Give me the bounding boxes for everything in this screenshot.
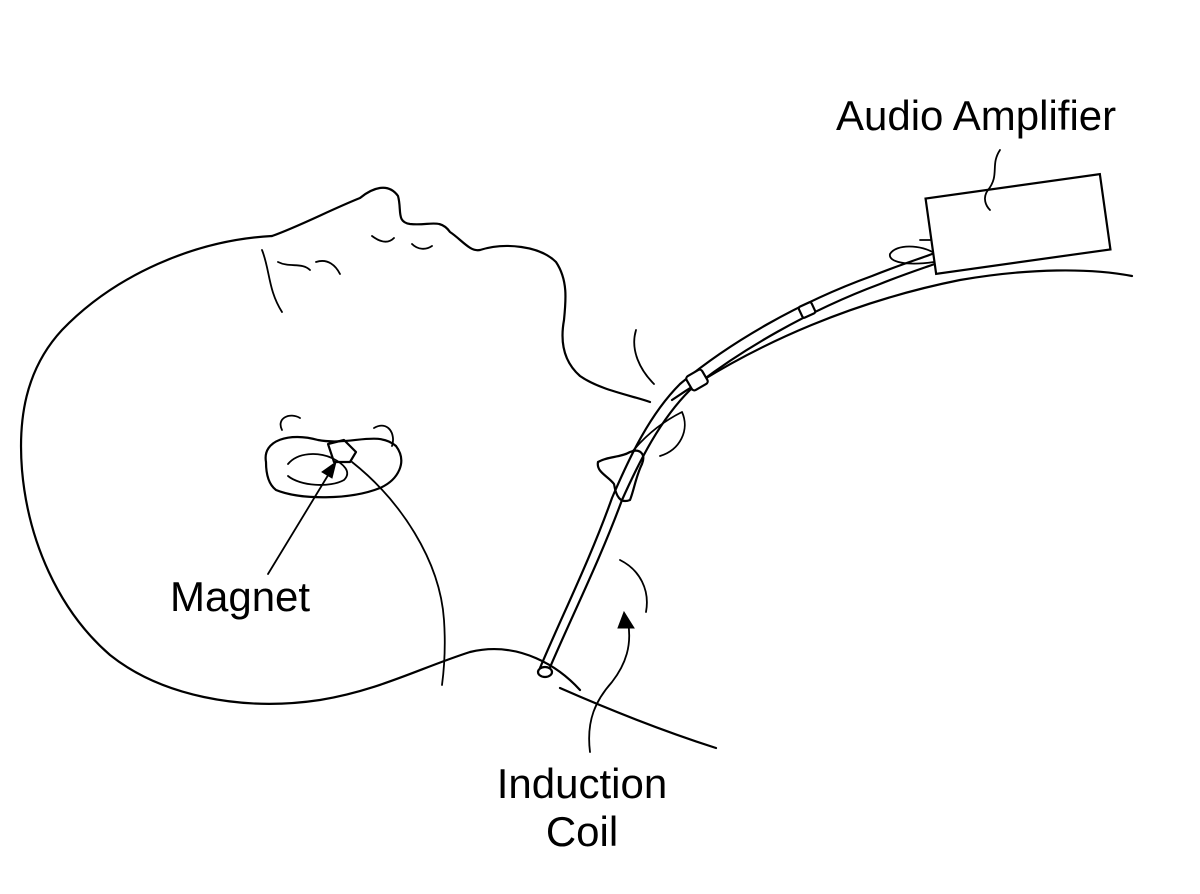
cord-slider-2 [797,301,817,319]
cord-loop [631,329,686,457]
head-outline [19,234,582,705]
audio-amplifier-box [924,172,1112,276]
face-profile [270,186,652,404]
induction-coil-label-line2: Coil [545,808,619,855]
cord-junction [596,449,645,503]
magnet-arrow-line [267,471,331,575]
magnet-shape [326,438,358,464]
cord-slider-1 [685,368,709,392]
nostril-detail [371,235,433,250]
throat-contour [619,559,648,613]
eye-detail [261,249,341,313]
induction-coil-label-line1: Induction [496,760,668,807]
cord-inner [538,252,934,670]
shoulder-line [670,269,1134,402]
ear-outline [264,435,403,499]
coil-arrow-head [617,610,635,629]
audio-amplifier-label: Audio Amplifier [836,92,1117,139]
magnet-arrow-head [321,460,337,479]
ear-inner [287,453,349,486]
cord-outer [546,260,942,674]
neck-line [558,686,718,750]
coil-end-cap [536,665,554,679]
ear-fold [279,414,394,447]
magnet-label: Magnet [170,573,311,620]
induction-coil-label: Induction Coil [462,760,702,856]
coil-arrow-line [588,621,631,753]
magnet-wire [351,461,446,686]
amplifier-leader [984,149,1001,211]
